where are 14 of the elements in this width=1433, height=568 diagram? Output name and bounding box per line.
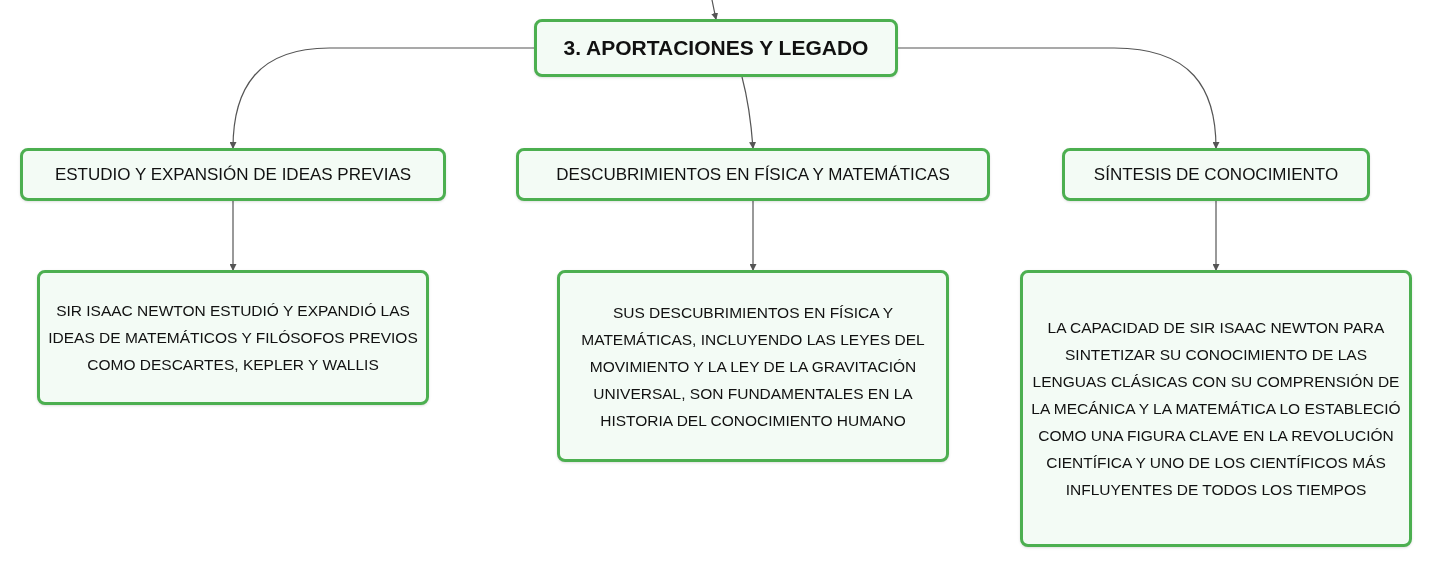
- description-box: SIR ISAAC NEWTON ESTUDIÓ Y EXPANDIÓ LAS IDEAS DE MATEMÁTICOS Y FILÓSOFOS PREVIOS COMO DESCARTES, KEPLER Y WALLIS: [37, 270, 429, 405]
- subtopic-box: DESCUBRIMIENTOS EN FÍSICA Y MATEMÁTICAS: [516, 148, 990, 201]
- connector-arrow: [741, 76, 756, 149]
- description-box: LA CAPACIDAD DE SIR ISAAC NEWTON PARA SINTETIZAR SU CONOCIMIENTO DE LAS LENGUAS CLÁSICAS CON SU COMPRENSIÓN DE LA MECÁNICA Y LA MATEMÁTICA LO ESTABLECIÓ COMO UNA FIGURA CLAVE EN LA REVOLUCIÓN CIENTÍFICA Y UNO DE LOS CIENTÍFICOS MÁS INFLUYENTES DE TODOS LOS TIEMPOS: [1020, 270, 1412, 547]
- root-topic-box: 3. APORTACIONES Y LEGADO: [534, 19, 898, 77]
- connector-arrow: [897, 47, 1220, 149]
- connector-arrow: [229, 47, 535, 149]
- connector-arrow: [1212, 200, 1220, 271]
- connector-arrow: [711, 0, 719, 20]
- subtopic-box: ESTUDIO Y EXPANSIÓN DE IDEAS PREVIAS: [20, 148, 446, 201]
- description-box: SUS DESCUBRIMIENTOS EN FÍSICA Y MATEMÁTICAS, INCLUYENDO LAS LEYES DEL MOVIMIENTO Y LA LEY DE LA GRAVITACIÓN UNIVERSAL, SON FUNDAMENTALES EN LA HISTORIA DEL CONOCIMIENTO HUMANO: [557, 270, 949, 462]
- connector-arrow: [749, 200, 757, 271]
- connector-arrow: [229, 200, 237, 271]
- subtopic-box: SÍNTESIS DE CONOCIMIENTO: [1062, 148, 1370, 201]
